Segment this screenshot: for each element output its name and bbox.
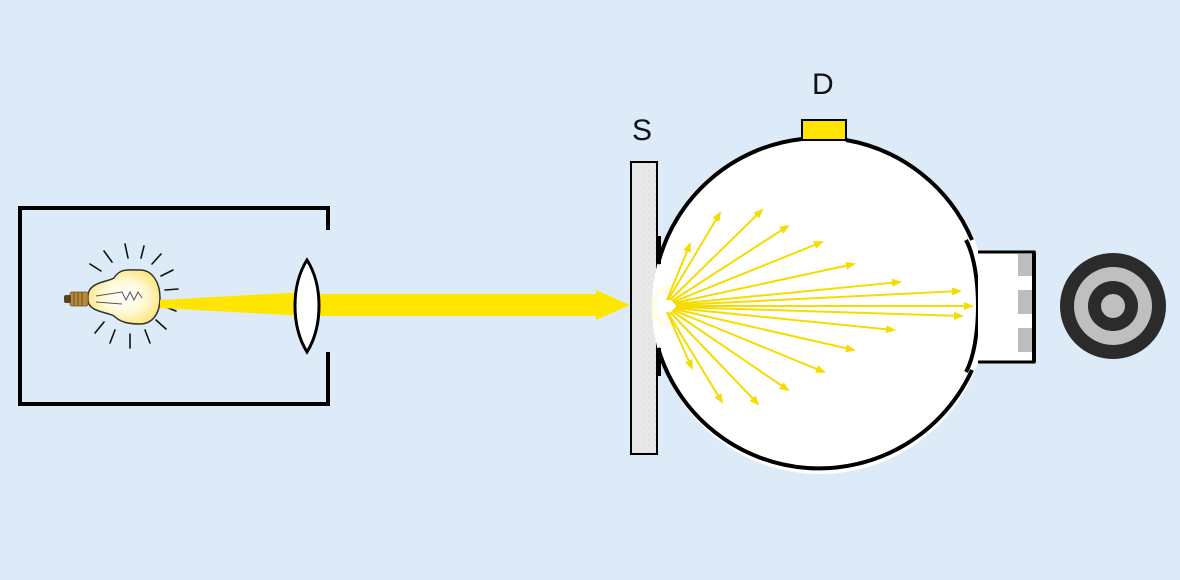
focused-beam [160, 290, 630, 320]
light-bulb-icon [64, 243, 179, 349]
eye-target-icon [1060, 253, 1166, 359]
sample-label: S [632, 114, 652, 147]
light-source-housing [18, 206, 330, 406]
detector-label: D [812, 68, 834, 101]
detector [801, 119, 847, 141]
scattered-rays [666, 208, 974, 406]
output-port [964, 239, 1036, 373]
lens-icon [293, 257, 321, 355]
